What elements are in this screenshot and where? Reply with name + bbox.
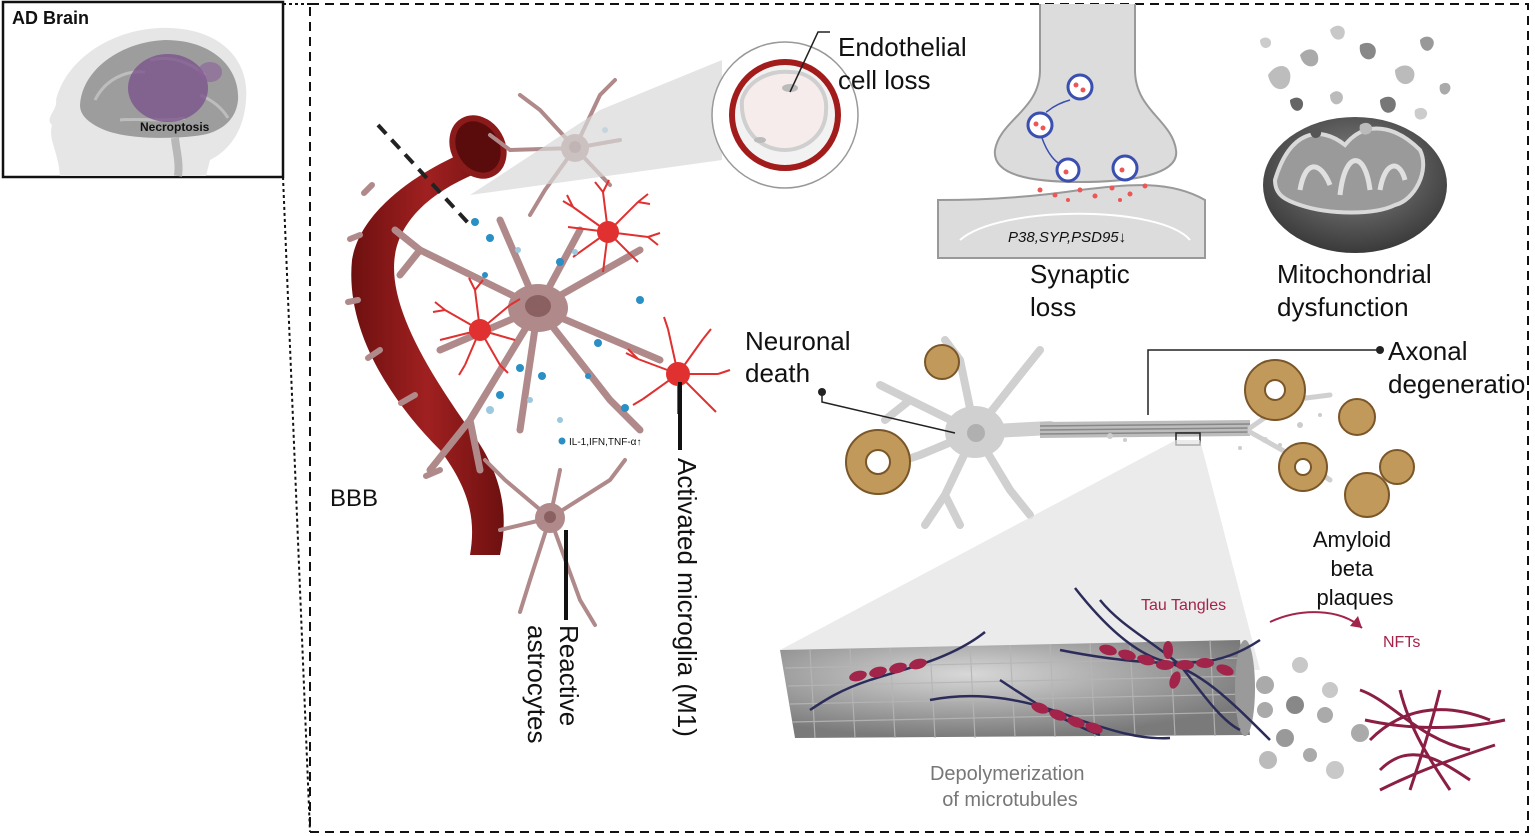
ad-brain-inset: AD Brain Necroptosis	[1, 0, 285, 179]
blood-vessel	[345, 115, 507, 555]
mito-label: Mitochondrial dysfunction	[1277, 259, 1439, 322]
main-frame	[309, 3, 1529, 833]
zoom-cone-endothelial	[470, 60, 722, 195]
inset-title: AD Brain	[12, 8, 89, 28]
synapse	[937, 4, 1206, 259]
tau-tangles-label: Tau Tangles	[1141, 597, 1226, 614]
nft-arrow	[1269, 611, 1363, 629]
microglia-2	[432, 277, 521, 376]
microglia-1	[562, 179, 661, 273]
zoom-cone-microtubule	[780, 440, 1260, 670]
astrocytes-label: Reactive astrocytes	[522, 625, 584, 744]
neuronal-death-label: Neuronal death	[745, 326, 858, 388]
bbb-label: BBB	[330, 485, 378, 512]
astrocyte-bottom	[483, 458, 627, 627]
tau-tangles-beads	[849, 641, 1234, 734]
necroptosis-region	[128, 54, 208, 122]
microtubule	[780, 639, 1255, 739]
tubulin-dimers	[1256, 657, 1369, 779]
mitochondrion	[1263, 117, 1447, 253]
necroptosis-label: Necroptosis	[140, 120, 210, 134]
axonal-label: Axonal degeneratio	[1388, 336, 1525, 399]
vessel-lumen	[449, 115, 507, 179]
synaptic-loss-label: Synaptic loss	[1030, 259, 1137, 322]
mito-fragments	[1260, 25, 1451, 138]
nft-mesh	[1359, 688, 1506, 792]
amyloid-plaques	[845, 344, 1415, 518]
endothelial-label: Endothelial cell loss	[838, 32, 974, 95]
microglia-label: Activated microglia (M1)	[672, 458, 702, 737]
neuron	[876, 336, 1057, 529]
endothelial-pointer	[789, 31, 830, 93]
cytokine-legend-dot	[558, 437, 566, 445]
endothelial-circle	[711, 41, 859, 189]
bbb-cut-line	[376, 123, 472, 227]
axonal-pointer	[1147, 349, 1380, 415]
synaptic-markers: P38,SYP,PSD95↓	[1008, 229, 1126, 246]
microglia-3	[625, 316, 731, 414]
depoly-label: Depolymerization of microtubules	[930, 763, 1090, 811]
inset-connector-lines	[282, 3, 311, 833]
cytokines-label: IL-1,IFN,TNF-α↑	[569, 437, 641, 448]
synaptic-vesicles	[1026, 73, 1139, 183]
nfts-label: NFTs	[1383, 634, 1420, 651]
amyloid-label: Amyloid beta plaques	[1313, 527, 1397, 610]
